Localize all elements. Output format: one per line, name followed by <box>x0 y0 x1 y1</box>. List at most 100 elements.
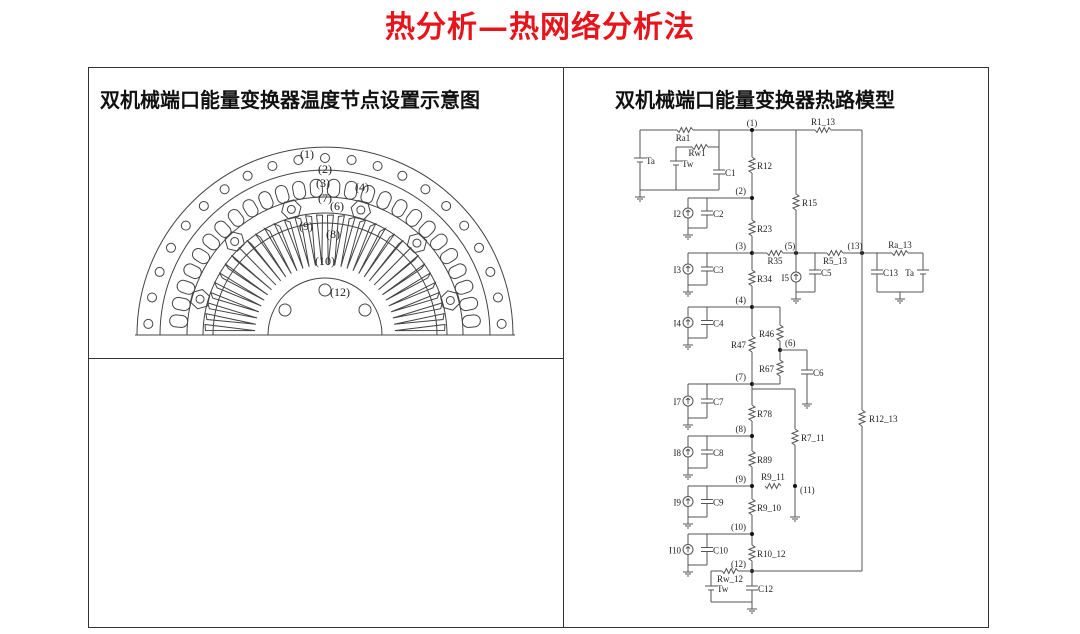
stator-slot <box>430 233 448 251</box>
resistor <box>766 249 784 257</box>
bolt-hole <box>320 153 330 163</box>
magnet-block <box>440 290 461 311</box>
node-label-n4: (4) <box>355 180 369 194</box>
rotor-tooth <box>368 239 404 282</box>
circuit-label-C8: C8 <box>713 448 724 458</box>
magnet-core <box>356 205 366 215</box>
bolt-hole <box>180 220 191 231</box>
circuit-label-n11: (11) <box>800 485 815 495</box>
rotor-tooth <box>388 281 437 307</box>
stator-slot <box>448 263 467 280</box>
stator-slot <box>454 279 474 295</box>
circuit-label-C10: C10 <box>713 546 729 556</box>
stator-slot <box>183 263 202 280</box>
frame-inner-arc <box>159 169 491 336</box>
stator-slot <box>242 199 259 218</box>
circuit-label-I2: I2 <box>674 209 682 219</box>
node-label-n6: (6) <box>330 199 344 213</box>
rotor-tooth <box>378 254 419 291</box>
circuit-label-Tw: Tw <box>682 159 694 169</box>
circuit-title: 双机械端口能量变换器热路模型 <box>615 88 895 112</box>
circuit-label-R10_12: R10_12 <box>757 549 786 559</box>
circuit-label-Ra1: Ra1 <box>676 133 691 143</box>
circuit-label-Tw2: Tw <box>717 584 729 594</box>
node-label-n2: (2) <box>318 162 332 176</box>
circuit-label-Ta2: Ta <box>905 268 914 278</box>
stator-slot <box>461 314 481 328</box>
rotor-tooth <box>315 214 324 266</box>
rotor-tooth <box>283 219 304 269</box>
wire <box>687 397 691 401</box>
resistor <box>747 404 757 422</box>
rotor-tooth <box>305 215 316 266</box>
bolt-hole <box>485 266 496 277</box>
magnet-block <box>189 288 211 310</box>
resistor <box>747 219 757 237</box>
wire <box>687 265 691 269</box>
wire-gap <box>701 211 713 215</box>
resistor <box>764 482 782 490</box>
node-dot <box>750 196 754 200</box>
stator-slot <box>391 199 408 218</box>
wire-gap <box>670 161 682 165</box>
circuit-label-n13: (13) <box>848 241 863 251</box>
content-frame <box>88 67 989 628</box>
bolt-hole <box>143 318 154 329</box>
rotor-tooth <box>385 272 432 301</box>
circuit-label-R89: R89 <box>757 455 773 465</box>
circuit-label-n2: (2) <box>736 186 747 196</box>
circuit-label-n4: (4) <box>736 295 747 305</box>
node-label-n8: (8) <box>326 227 340 241</box>
stator-ring-outer <box>186 196 464 336</box>
circuit-label-C3: C3 <box>713 265 724 275</box>
magnet-core <box>445 295 455 305</box>
resistor <box>826 249 844 257</box>
stator-slot <box>169 314 189 328</box>
circuit-label-R23: R23 <box>757 224 773 234</box>
wire <box>795 273 799 277</box>
bolt-hole <box>492 292 503 303</box>
bolt-hole <box>420 184 431 195</box>
stator-slot <box>376 191 392 210</box>
wire-gap <box>634 158 646 162</box>
stator-slot <box>292 180 307 200</box>
circuit-label-C2: C2 <box>713 209 724 219</box>
circuit-label-C13: C13 <box>883 268 899 278</box>
circuit-label-C7: C7 <box>713 397 724 407</box>
circuit-label-R9_10: R9_10 <box>757 503 782 513</box>
shaft-hole <box>358 303 372 317</box>
wire-gap <box>809 270 821 274</box>
rotor-tooth <box>392 302 443 319</box>
wire-gap <box>701 399 713 403</box>
resistor <box>857 409 867 427</box>
circuit-label-R34: R34 <box>757 274 773 284</box>
magnet-block <box>224 231 245 252</box>
bolt-hole <box>346 155 357 166</box>
shaft-hole <box>318 283 332 297</box>
circuit-label-n12: (12) <box>731 559 746 569</box>
wire-gap <box>701 267 713 271</box>
rotor-tooth <box>254 233 287 278</box>
stator-slot <box>227 209 245 227</box>
bolt-hole <box>242 170 253 181</box>
shaft-hole <box>278 303 292 317</box>
circuit-label-I10: I10 <box>669 546 681 556</box>
rotor-tooth <box>373 246 412 286</box>
magnet-core <box>230 236 240 246</box>
rotor-tooth <box>273 222 298 272</box>
rotor-tooth <box>394 323 446 332</box>
node-label-n3: (3) <box>316 176 330 190</box>
circuit-label-R12_13: R12_13 <box>869 414 898 424</box>
wire-gap <box>701 499 713 504</box>
bolt-hole <box>397 170 408 181</box>
circuit-label-I3: I3 <box>674 265 682 275</box>
circuit-label-R9_11: R9_11 <box>761 472 785 482</box>
circuit-label-Rw_12: Rw_12 <box>717 574 743 584</box>
rotor-tooth <box>334 215 345 266</box>
resistor <box>747 335 757 353</box>
circuit-label-I5: I5 <box>782 273 790 283</box>
row-divider <box>88 358 563 359</box>
node-dot <box>750 484 754 488</box>
bolt-hole <box>154 266 165 277</box>
